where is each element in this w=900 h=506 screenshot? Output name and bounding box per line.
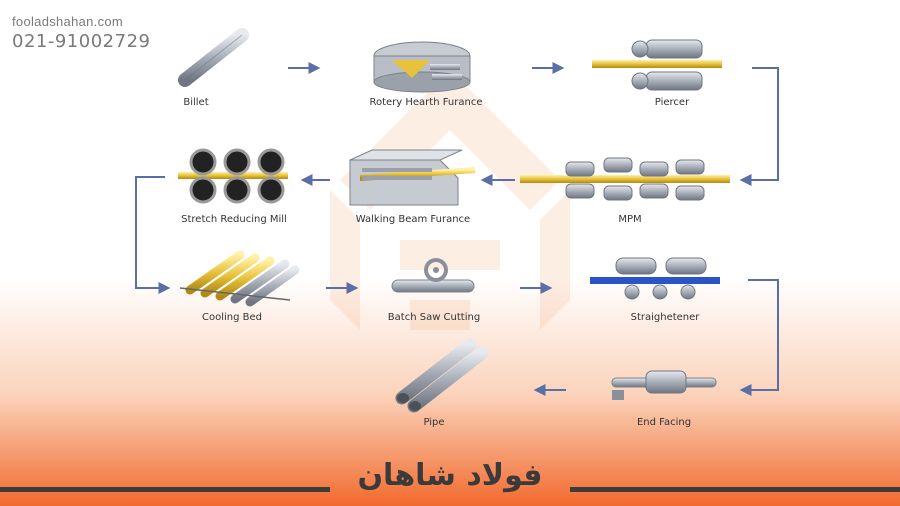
label-pipe: Pipe [423,417,445,428]
brand-url[interactable]: fooladshahan.com [12,14,124,29]
footer-bar-left [0,487,330,492]
billet-illustration [178,28,249,87]
footer-bar-right [570,487,900,492]
mpm-illustration [520,157,730,201]
label-billet: Billet [183,97,209,108]
flow-arrows [135,62,779,396]
brand-phone: 021-91002729 [12,31,151,52]
brand-block: fooladshahan.com 021-91002729 [12,14,150,52]
label-rotary-furnace: Rotery Hearth Furance [369,97,483,108]
label-walking-beam: Walking Beam Furance [355,214,471,225]
straightener-illustration [590,257,720,300]
rotary-furnace-illustration [373,41,471,93]
label-saw-cutting: Batch Saw Cutting [387,312,481,323]
end-facing-illustration [611,370,717,400]
stretch-mill-illustration [178,148,288,204]
cooling-bed-illustration [179,250,300,307]
label-end-facing: End Facing [636,417,692,428]
label-straightener: Straighetener [630,312,700,323]
label-cooling-bed: Cooling Bed [202,312,262,323]
label-stretch-mill: Stretch Reducing Mill [181,214,287,225]
label-piercer: Piercer [654,97,690,108]
footer-logo-text: فولاد شاهان [357,458,543,493]
label-mpm: MPM [618,214,642,225]
pipe-illustration [395,338,489,413]
piercer-illustration [592,39,722,91]
saw-illustration [391,258,475,293]
walking-beam-illustration [340,149,476,206]
